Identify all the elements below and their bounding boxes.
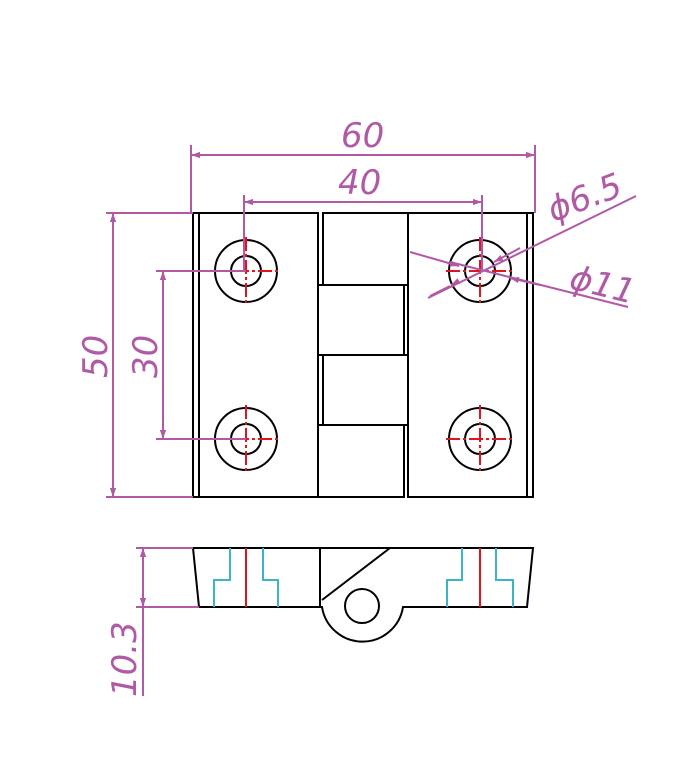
knuckle-bottom: [317, 424, 405, 498]
dim-thickness: 10.3: [105, 621, 145, 697]
dim-hole-spacing-vertical: 30: [126, 335, 166, 378]
dim-hole-spacing-horizontal: 40: [338, 163, 381, 203]
knuckle-top: [322, 212, 409, 286]
side-view-outline: [191, 547, 535, 643]
knuckle-lower-mid: [322, 354, 409, 426]
left-leaf-outline: [192, 212, 319, 498]
dimension-lines: [106, 145, 637, 696]
knuckle-upper-mid: [317, 284, 405, 356]
hidden-lines: [213, 548, 514, 607]
side-view: [191, 547, 535, 643]
side-centerlines: [245, 548, 481, 607]
dim-overall-width: 60: [341, 116, 384, 156]
dim-counterbore-diameter: ϕ11: [566, 258, 639, 313]
dim-overall-height: 50: [76, 335, 116, 378]
knuckle-bevel: [321, 547, 391, 601]
pin-circle: [344, 588, 380, 624]
